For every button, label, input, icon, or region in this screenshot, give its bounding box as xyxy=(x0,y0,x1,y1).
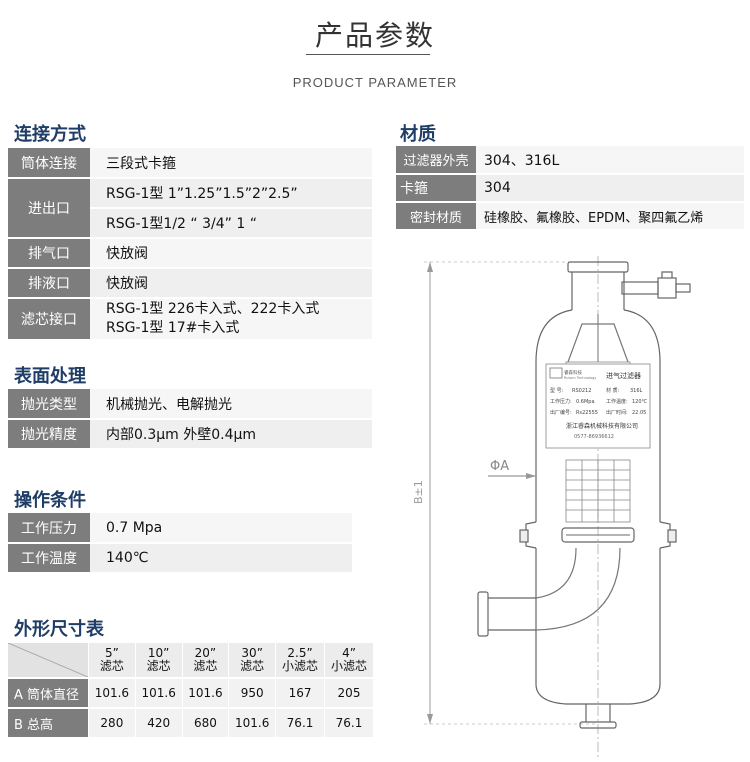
table-cell: 101.6 xyxy=(88,678,136,709)
table-row: RSG-1型1/2 “ 3/4” 1 “ xyxy=(8,208,372,239)
dim-b-label: B±1 xyxy=(412,480,425,504)
row-value: 机械抛光、电解抛光 xyxy=(90,389,372,420)
table-header-row: 5”滤芯 10”滤芯 20”滤芯 30”滤芯 2.5”小滤芯 4”小滤芯 xyxy=(8,643,374,679)
table-cell: 101.6 xyxy=(135,678,183,709)
svg-text:22.05: 22.05 xyxy=(632,410,646,416)
row-value: 快放阀 xyxy=(90,238,372,269)
table-row: 工作压力 0.7 Mpa xyxy=(8,513,352,544)
section-title-surface: 表面处理 xyxy=(14,366,86,387)
row-label: 抛光精度 xyxy=(8,419,90,450)
operation-table: 工作压力 0.7 Mpa 工作温度 140℃ xyxy=(8,513,352,574)
table-row: 抛光类型 机械抛光、电解抛光 xyxy=(8,389,372,420)
row-label: 抛光类型 xyxy=(8,389,90,420)
svg-text:工作压力:: 工作压力: xyxy=(550,398,572,405)
section-title-material: 材质 xyxy=(400,124,436,145)
svg-text:出厂编号:: 出厂编号: xyxy=(550,409,572,416)
table-row: 密封材质 硅橡胶、氟橡胶、EPDM、聚四氟乙烯 xyxy=(396,202,744,231)
table-cell: 101.6 xyxy=(182,678,230,709)
row-value: 304 xyxy=(476,174,744,203)
svg-text:出厂时间:: 出厂时间: xyxy=(606,409,628,416)
svg-text:型 号:: 型 号: xyxy=(550,387,564,394)
table-row: B 总高 280 420 680 101.6 76.1 76.1 xyxy=(8,708,374,739)
row-label: 排液口 xyxy=(8,268,90,299)
row-label: 过滤器外壳 xyxy=(396,146,476,175)
row-label: 工作温度 xyxy=(8,543,90,574)
row-value: 0.7 Mpa xyxy=(90,513,352,544)
table-row: A 筒体直径 101.6 101.6 101.6 950 167 205 xyxy=(8,678,374,709)
row-value: 140℃ xyxy=(90,543,352,574)
section-title-dimensions: 外形尺寸表 xyxy=(14,619,104,640)
row-value: RSG-1型 226卡入式、222卡入式 RSG-1型 17#卡入式 xyxy=(90,298,372,341)
row-value: RSG-1型1/2 “ 3/4” 1 “ xyxy=(90,208,372,239)
page-subtitle: PRODUCT PARAMETER xyxy=(292,75,458,90)
table-cell: 101.6 xyxy=(228,708,277,739)
table-cell: 76.1 xyxy=(324,708,374,739)
svg-text:进气过滤器: 进气过滤器 xyxy=(606,371,641,380)
table-row: 滤芯接口 RSG-1型 226卡入式、222卡入式 RSG-1型 17#卡入式 xyxy=(8,298,372,341)
svg-text:工作温度:: 工作温度: xyxy=(606,398,628,405)
section-title-connection: 连接方式 xyxy=(14,124,86,145)
column-header: 5”滤芯 xyxy=(88,643,136,679)
section-title-operation: 操作条件 xyxy=(14,490,86,511)
column-header: 4”小滤芯 xyxy=(324,643,374,679)
page-title: 产品参数 xyxy=(314,19,435,52)
header-corner-cell xyxy=(8,643,89,679)
table-row: 过滤器外壳 304、316L xyxy=(396,146,744,175)
svg-text:120℃: 120℃ xyxy=(632,399,648,405)
column-header: 20”滤芯 xyxy=(182,643,230,679)
row-value-line: RSG-1型 17#卡入式 xyxy=(106,320,240,336)
row-value-line: RSG-1型 226卡入式、222卡入式 xyxy=(106,301,320,317)
row-label: 密封材质 xyxy=(396,202,476,231)
column-header: 2.5”小滤芯 xyxy=(275,643,326,679)
svg-text:Ruisen Technology: Ruisen Technology xyxy=(564,376,596,380)
column-header: 10”滤芯 xyxy=(135,643,183,679)
svg-text:材 质:: 材 质: xyxy=(606,387,620,394)
row-value: 快放阀 xyxy=(90,268,372,299)
material-table: 过滤器外壳 304、316L 卡箍 304 密封材质 硅橡胶、氟橡胶、EPDM、… xyxy=(396,146,744,231)
row-label: 卡箍 xyxy=(396,174,476,203)
nameplate: 睿森科技 Ruisen Technology 进气过滤器 型 号: RS0212… xyxy=(545,363,651,449)
row-label: 排气口 xyxy=(8,238,90,269)
table-row: 排液口 快放阀 xyxy=(8,268,372,299)
svg-text:睿森科技: 睿森科技 xyxy=(564,369,582,376)
table-cell: 680 xyxy=(182,708,230,739)
table-row: 卡箍 304 xyxy=(396,174,744,203)
table-cell: 167 xyxy=(275,678,326,709)
svg-text:0.6Mpa: 0.6Mpa xyxy=(576,399,595,405)
row-value: 内部0.3μm 外壁0.4μm xyxy=(90,419,372,450)
connection-table: 筒体连接 三段式卡箍 进出口 RSG-1型 1”1.25”1.5”2”2.5” … xyxy=(8,148,372,341)
table-row: 工作温度 140℃ xyxy=(8,543,352,574)
table-row: 筒体连接 三段式卡箍 xyxy=(8,148,372,179)
title-underline xyxy=(306,54,430,55)
svg-text:RS0212: RS0212 xyxy=(572,388,591,394)
svg-text:316L: 316L xyxy=(630,388,643,394)
filter-technical-drawing: B±1 ΦA 睿森科技 Ruisen Technology 进气过滤器 型 xyxy=(412,256,691,758)
row-label: A 筒体直径 xyxy=(8,678,89,709)
svg-text:浙江睿森机械科技有限公司: 浙江睿森机械科技有限公司 xyxy=(566,422,638,430)
row-label: 筒体连接 xyxy=(8,148,90,179)
row-label: 进出口 xyxy=(8,178,90,239)
svg-text:0577-86936612: 0577-86936612 xyxy=(574,434,614,440)
svg-text:Rs22555: Rs22555 xyxy=(576,410,598,416)
table-row: 排气口 快放阀 xyxy=(8,238,372,269)
row-label: B 总高 xyxy=(8,708,89,739)
surface-table: 抛光类型 机械抛光、电解抛光 抛光精度 内部0.3μm 外壁0.4μm xyxy=(8,389,372,450)
table-cell: 420 xyxy=(135,708,183,739)
row-label: 滤芯接口 xyxy=(8,298,90,341)
dimensions-table: 5”滤芯 10”滤芯 20”滤芯 30”滤芯 2.5”小滤芯 4”小滤芯 A 筒… xyxy=(8,643,374,739)
table-row: 进出口 RSG-1型 1”1.25”1.5”2”2.5” xyxy=(8,178,372,239)
table-cell: 205 xyxy=(324,678,374,709)
table-cell: 76.1 xyxy=(275,708,326,739)
row-label: 工作压力 xyxy=(8,513,90,544)
dim-a-label: ΦA xyxy=(490,459,509,474)
row-value: RSG-1型 1”1.25”1.5”2”2.5” xyxy=(90,178,372,209)
table-row: 抛光精度 内部0.3μm 外壁0.4μm xyxy=(8,419,372,450)
diagonal-line xyxy=(8,643,88,677)
table-cell: 280 xyxy=(88,708,136,739)
table-cell: 950 xyxy=(228,678,277,709)
row-value: 硅橡胶、氟橡胶、EPDM、聚四氟乙烯 xyxy=(476,202,744,231)
row-value: 304、316L xyxy=(476,146,744,175)
row-value: 三段式卡箍 xyxy=(90,148,372,179)
column-header: 30”滤芯 xyxy=(228,643,277,679)
